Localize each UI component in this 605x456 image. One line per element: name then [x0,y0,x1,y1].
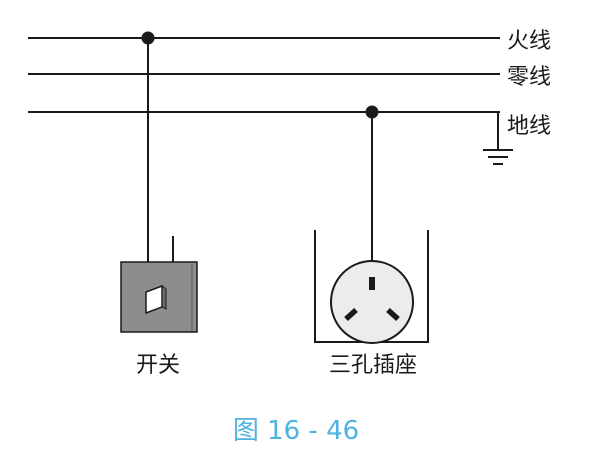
switch-label: 开关 [136,353,180,378]
live-wire-label: 火线 [507,29,551,54]
figure-caption: 图 16 - 46 [233,416,359,446]
ground-wire-label: 地线 [507,114,551,139]
switch-icon [120,261,198,333]
three-hole-socket-icon [314,230,429,344]
neutral-wire-label: 零线 [507,65,551,90]
earth-ground-icon [483,112,513,165]
socket-label: 三孔插座 [329,353,417,378]
